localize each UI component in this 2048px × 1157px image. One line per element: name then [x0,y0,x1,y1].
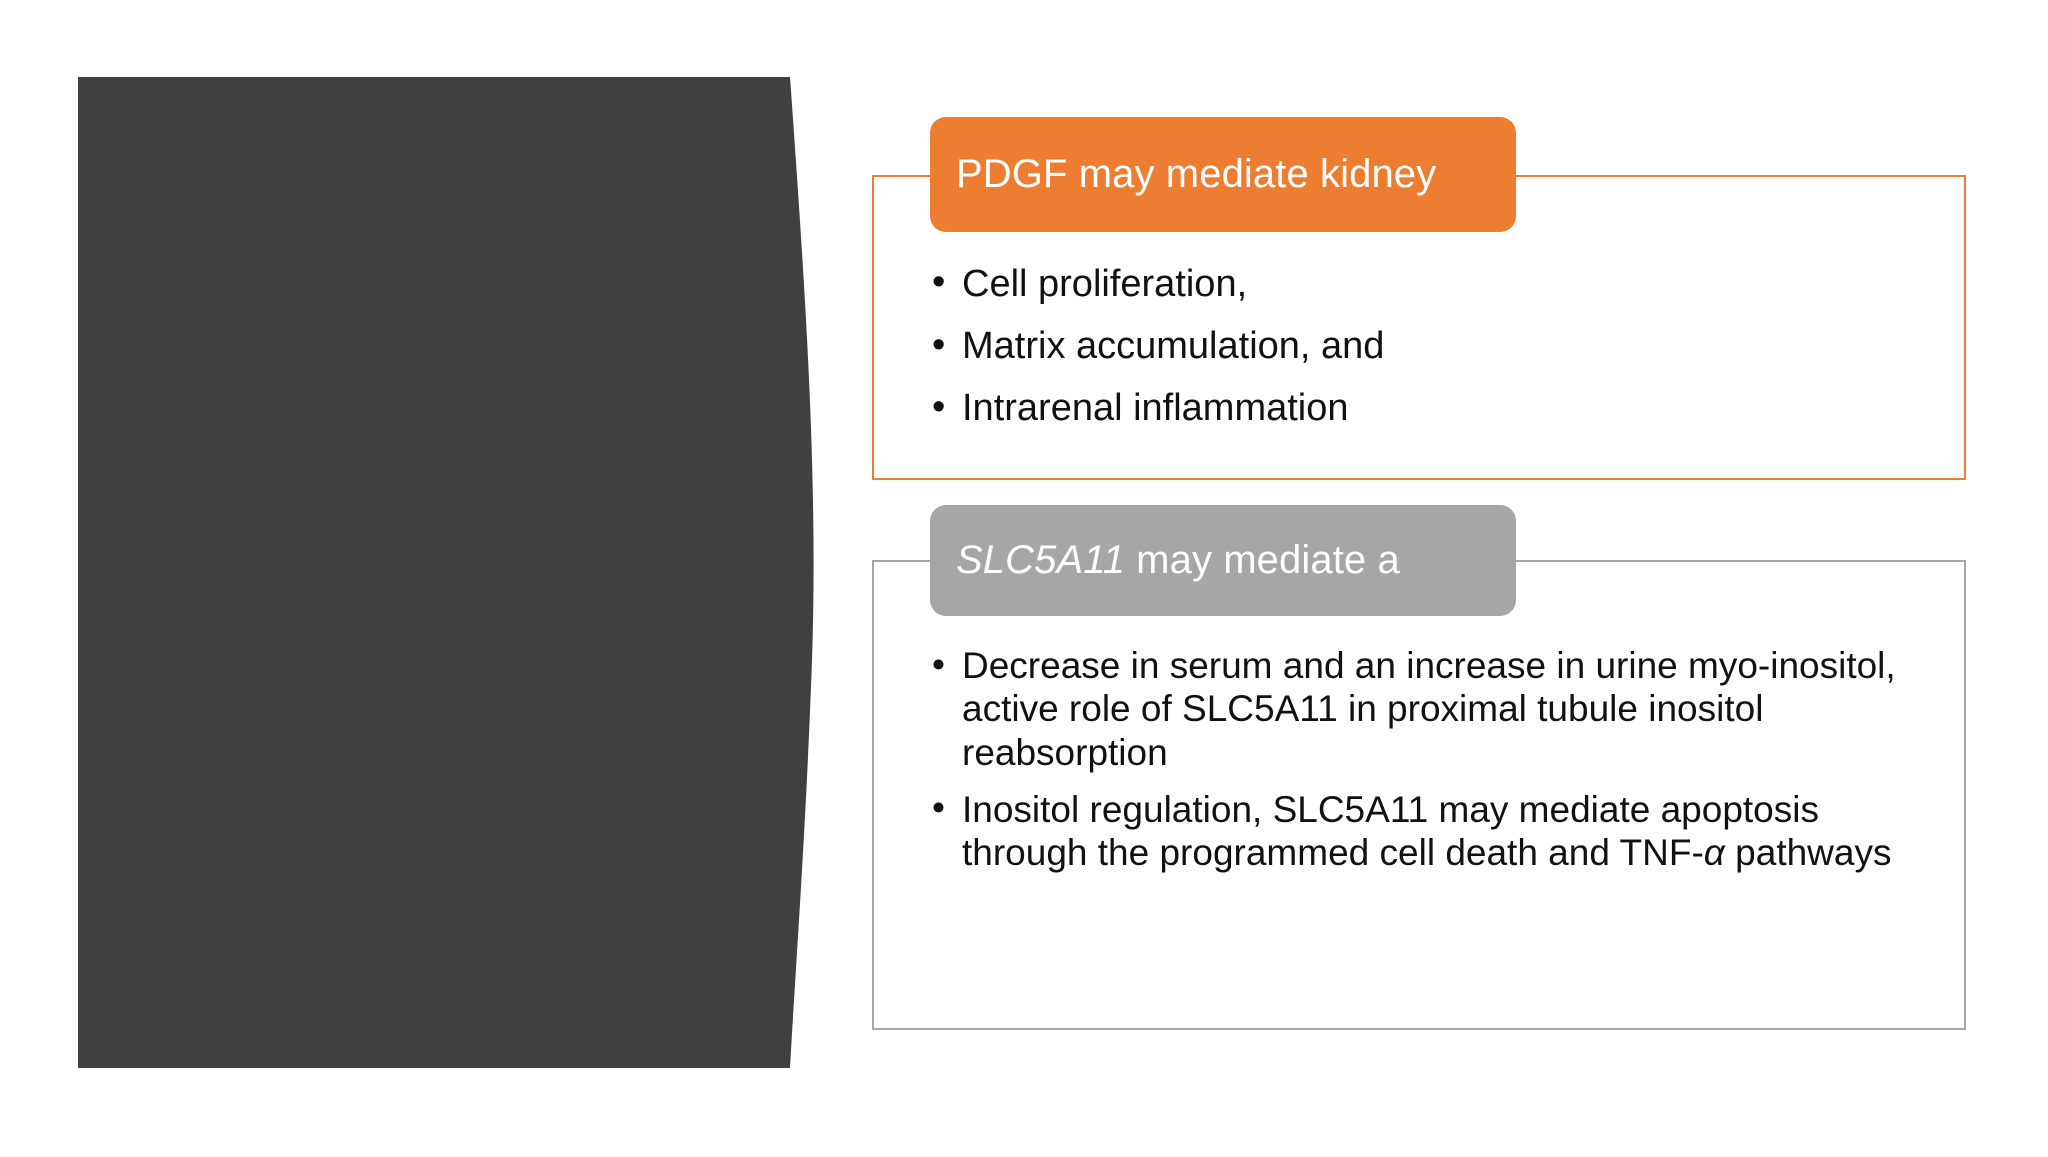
card-slc5a11-body: Decrease in serum and an increase in uri… [928,643,1902,888]
list-item: Cell proliferation, [928,257,1942,309]
card-slc5a11-header-gene: SLC5A11 [956,538,1125,582]
card-pdgf-header[interactable]: PDGF may mediate kidney [930,117,1516,232]
card-pdgf-header-label: PDGF may mediate kidney [956,152,1437,196]
card-slc5a11-header[interactable]: SLC5A11 may mediate a [930,505,1516,616]
decorative-curved-panel [0,0,900,1152]
card-pdgf-bullet-list: Cell proliferation, Matrix accumulation,… [928,257,1942,433]
curved-panel-shape [78,77,814,1068]
list-item: Inositol regulation, SLC5A11 may mediate… [928,786,1902,875]
list-item-text: Inositol regulation, SLC5A11 may mediate… [962,788,1892,874]
list-item: Decrease in serum and an increase in uri… [928,643,1902,774]
card-slc5a11: SLC5A11 may mediate a Decrease in serum … [872,505,1966,1030]
card-slc5a11-header-rest: may mediate a [1124,538,1400,582]
card-pdgf-body: Cell proliferation, Matrix accumulation,… [928,257,1942,445]
card-slc5a11-bullet-list: Decrease in serum and an increase in uri… [928,643,1902,875]
card-slc5a11-header-label: SLC5A11 may mediate a [956,538,1400,583]
list-item: Matrix accumulation, and [928,320,1942,371]
card-pdgf: PDGF may mediate kidney Cell proliferati… [872,117,1966,480]
list-item: Intrarenal inflammation [928,382,1942,433]
